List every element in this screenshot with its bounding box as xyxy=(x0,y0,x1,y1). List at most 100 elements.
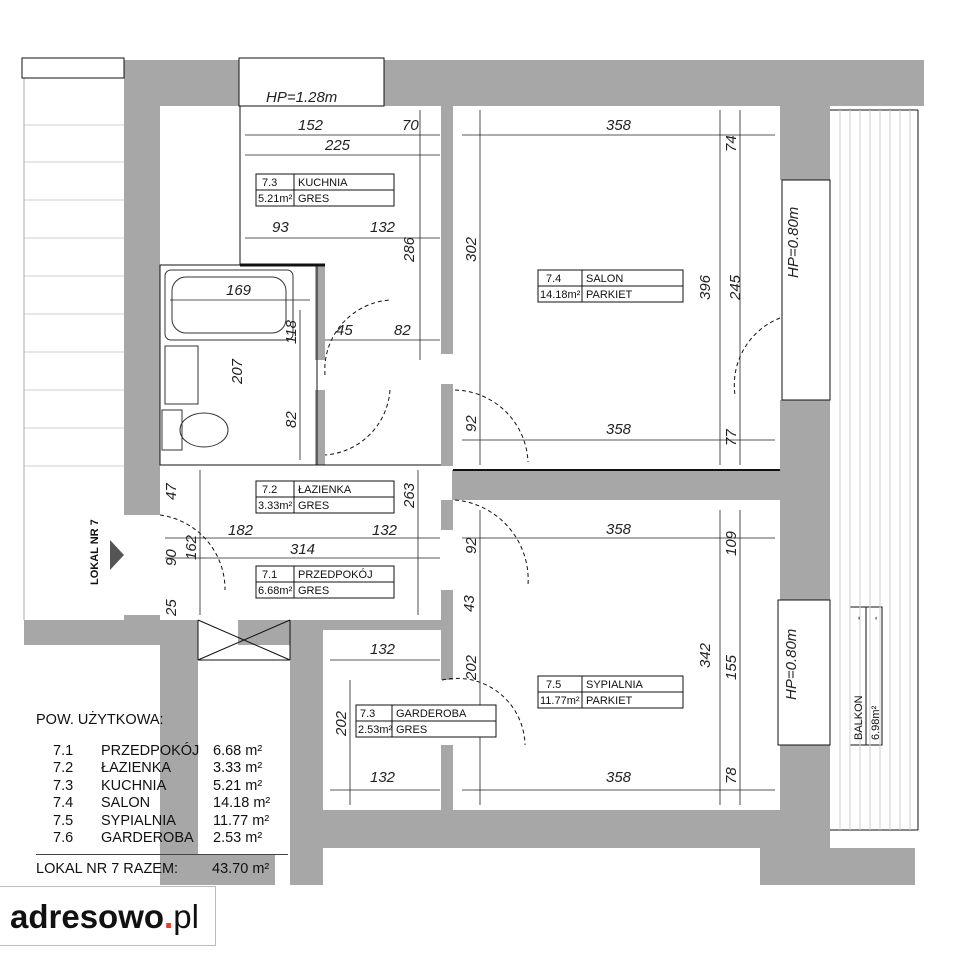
window-sypialnia xyxy=(777,599,831,746)
dim-kitchen-70: 70 xyxy=(402,117,419,134)
logo-main: adresowo xyxy=(10,898,165,935)
legend-room-no: 7.2 xyxy=(53,760,74,777)
legend-row: 7.1 PRZEDPOKÓJ 6.68 m² xyxy=(36,742,288,760)
wall-garderoba-top xyxy=(322,620,442,630)
room-finish-przedpokoj: GRES xyxy=(298,585,329,597)
window-height-kitchen: HP=1.28m xyxy=(266,89,337,106)
wall-right-2 xyxy=(780,400,830,600)
legend-room-area: 3.33 m² xyxy=(213,760,263,777)
balkon-dash-a: - xyxy=(853,616,865,620)
wall-garderoba-left xyxy=(290,645,323,885)
legend-row: 7.6 GARDEROBA 2.53 m² xyxy=(36,830,288,848)
dim-salon-74: 74 xyxy=(723,135,740,152)
door-entrance xyxy=(159,514,226,591)
dim-gard-132-bottom: 132 xyxy=(370,769,396,786)
dim-salon-396: 396 xyxy=(697,274,714,300)
room-no-lazienka: 7.2 xyxy=(262,484,277,496)
adresowo-logo[interactable]: adresowo.pl xyxy=(0,886,216,946)
dim-gard-132-top: 132 xyxy=(370,641,396,658)
legend-room-no: 7.6 xyxy=(53,830,74,847)
dim-hall-263: 263 xyxy=(401,482,418,509)
bathroom-fixtures xyxy=(161,269,294,451)
door-bathroom xyxy=(324,389,391,456)
wall-bottom xyxy=(290,810,780,848)
room-finish-sypialnia: PARKIET xyxy=(586,695,633,707)
door-kitchen xyxy=(324,299,391,376)
window-height-salon: HP=0.80m xyxy=(785,207,802,278)
dim-bed-342: 342 xyxy=(697,642,714,668)
legend-total-label: LOKAL NR 7 RAZEM: xyxy=(36,861,179,877)
wall-right-1 xyxy=(780,106,830,180)
window-kitchen xyxy=(238,57,385,107)
dim-kitchen-225: 225 xyxy=(324,137,351,154)
dim-salon-245: 245 xyxy=(727,274,744,301)
wall-kitchen-salon xyxy=(441,106,453,354)
dim-gard-202: 202 xyxy=(333,710,350,737)
legend-room-area: 2.53 m² xyxy=(213,830,263,847)
wall-corner xyxy=(912,60,924,106)
room-area-lazienka: 3.33m² xyxy=(258,500,293,512)
room-name-przedpokoj: PRZEDPOKÓJ xyxy=(298,568,373,581)
dim-bed-109: 109 xyxy=(723,530,740,556)
legend-room-name: SALON xyxy=(101,795,151,812)
dim-hall-314: 314 xyxy=(290,541,315,558)
legend-room-area: 11.77 m² xyxy=(213,812,270,829)
door-salon xyxy=(454,389,529,463)
entrance-arrow xyxy=(110,540,124,570)
wall-hall-sypialnia xyxy=(441,500,453,530)
dim-hall-90: 90 xyxy=(163,549,180,566)
wall-bottom-right xyxy=(760,848,915,885)
legend-room-no: 7.1 xyxy=(53,742,74,759)
outlines xyxy=(159,106,919,831)
room-name-kuchnia: KUCHNIA xyxy=(298,177,348,189)
dim-salon-358-bottom: 358 xyxy=(606,421,632,438)
balkon-name: BALKON xyxy=(853,695,865,740)
room-area-garderoba: 2.53m² xyxy=(358,724,393,736)
room-name-sypialnia: SYPIALNIA xyxy=(586,679,644,691)
dim-bath-169: 169 xyxy=(226,282,252,299)
room-finish-garderoba: GRES xyxy=(396,724,427,736)
window-salon xyxy=(781,179,831,401)
dim-salon-358-top: 358 xyxy=(606,117,632,134)
balkon-dash-b: - xyxy=(870,616,882,620)
dim-kitchen-93: 93 xyxy=(272,219,289,236)
dim-kitchen-152: 152 xyxy=(298,117,324,134)
room-no-przedpokoj: 7.1 xyxy=(262,569,277,581)
legend-row: 7.4 SALON 14.18 m² xyxy=(36,795,288,813)
dim-hall-132: 132 xyxy=(372,522,398,539)
room-area-kuchnia: 5.21m² xyxy=(258,193,293,205)
dim-bed-358-bottom: 358 xyxy=(606,769,632,786)
toilet-tank xyxy=(161,409,183,451)
dimension-numbers: 152 70 225 93 132 286 358 74 302 396 245… xyxy=(163,117,744,786)
bathtub xyxy=(164,269,294,341)
walls xyxy=(24,60,924,885)
room-finish-salon: PARKIET xyxy=(586,289,633,301)
door-sypialnia xyxy=(454,499,529,586)
room-no-garderoba: 7.3 xyxy=(360,708,375,720)
balcony-planks xyxy=(839,110,911,830)
dim-hall-47: 47 xyxy=(163,483,180,500)
legend-room-area: 14.18 m² xyxy=(213,795,271,812)
dim-bed-78: 78 xyxy=(723,767,740,784)
legend-total-value: 43.70 m² xyxy=(212,861,270,877)
wall-bottom-left-b xyxy=(160,645,198,855)
dim-salon-77: 77 xyxy=(723,429,740,446)
legend-room-no: 7.5 xyxy=(53,812,74,829)
legend-room-no: 7.3 xyxy=(53,777,74,794)
door-garderoba xyxy=(441,677,526,746)
dim-door-82: 82 xyxy=(394,322,411,339)
door-balcony xyxy=(733,317,781,396)
legend-row: 7.5 SYPIALNIA 11.77 m² xyxy=(36,812,288,830)
dim-hall-43: 43 xyxy=(461,595,478,612)
room-label-boxes xyxy=(255,173,684,738)
window-heights: HP=1.28m HP=0.80m HP=0.80m xyxy=(266,89,802,700)
legend-room-name: PRZEDPOKÓJ xyxy=(101,742,200,759)
legend-room-no: 7.4 xyxy=(53,795,74,812)
wall-left-upper xyxy=(124,60,160,515)
dim-kitchen-132: 132 xyxy=(370,219,396,236)
wall-top-right xyxy=(384,60,924,106)
wall-hall-salon xyxy=(441,384,453,466)
dim-bed-202: 202 xyxy=(463,654,480,681)
balkon-area: 6.98m² xyxy=(870,705,882,740)
